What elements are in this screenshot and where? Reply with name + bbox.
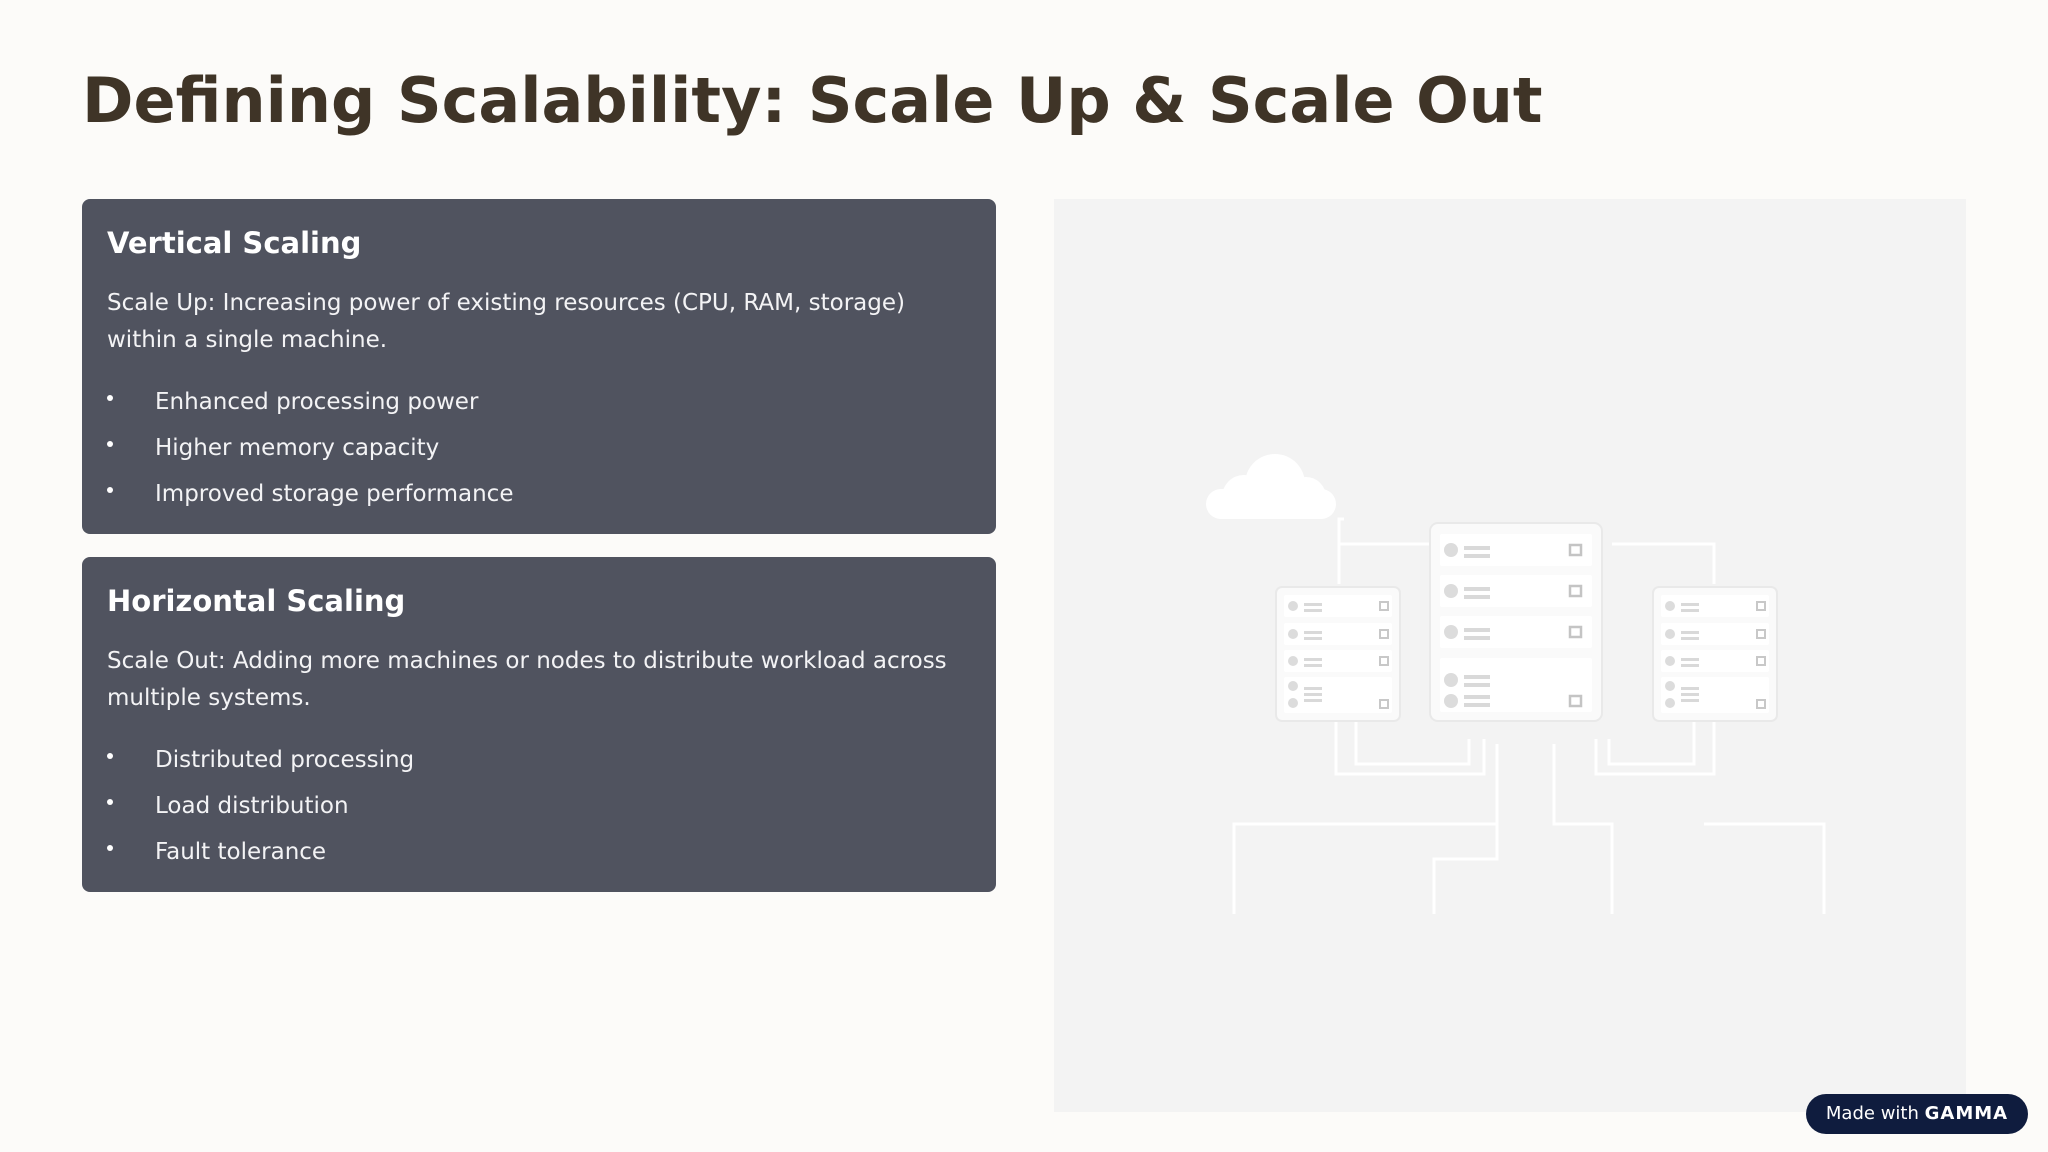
- server-illustration: [1054, 199, 1966, 1112]
- horizontal-scaling-card: Horizontal Scaling Scale Out: Adding mor…: [82, 557, 996, 892]
- server-rack-icon: [1275, 586, 1401, 722]
- bullet-item: Load distribution: [107, 783, 971, 829]
- card-description: Scale Out: Adding more machines or nodes…: [107, 648, 947, 711]
- bullet-text: Improved storage performance: [155, 481, 514, 507]
- bullet-dot-icon: [107, 845, 113, 851]
- bullet-list: Distributed processing Load distribution…: [107, 737, 971, 875]
- bullet-text: Higher memory capacity: [155, 435, 440, 461]
- server-rack-icon: [1652, 586, 1778, 722]
- bullet-text: Load distribution: [155, 793, 349, 819]
- card-heading: Vertical Scaling: [107, 226, 362, 260]
- bullet-text: Fault tolerance: [155, 839, 327, 865]
- bullet-text: Distributed processing: [155, 747, 415, 773]
- vertical-scaling-card: Vertical Scaling Scale Up: Increasing po…: [82, 199, 996, 534]
- bullet-dot-icon: [107, 799, 113, 805]
- made-with-gamma-badge[interactable]: Made with GAMMA: [1806, 1094, 2028, 1134]
- bullet-dot-icon: [107, 753, 113, 759]
- bullet-item: Enhanced processing power: [107, 379, 971, 425]
- bullet-dot-icon: [107, 487, 113, 493]
- card-heading: Horizontal Scaling: [107, 584, 406, 618]
- bullet-list: Enhanced processing power Higher memory …: [107, 379, 971, 517]
- bullet-dot-icon: [107, 395, 113, 401]
- badge-prefix: Made with: [1825, 1103, 1919, 1124]
- card-description: Scale Up: Increasing power of existing r…: [107, 290, 905, 353]
- bullet-item: Fault tolerance: [107, 829, 971, 875]
- bullet-text: Enhanced processing power: [155, 389, 479, 415]
- page-title: Defining Scalability: Scale Up & Scale O…: [82, 64, 1543, 137]
- server-network-graphic: [1206, 454, 1826, 914]
- cloud-icon: [1206, 454, 1336, 519]
- server-rack-icon: [1429, 522, 1603, 722]
- bullet-dot-icon: [107, 441, 113, 447]
- bullet-item: Distributed processing: [107, 737, 971, 783]
- connection-lines: [1232, 517, 1826, 914]
- gamma-logo: GAMMA: [1924, 1103, 2009, 1124]
- bullet-item: Higher memory capacity: [107, 425, 971, 471]
- bullet-item: Improved storage performance: [107, 471, 971, 517]
